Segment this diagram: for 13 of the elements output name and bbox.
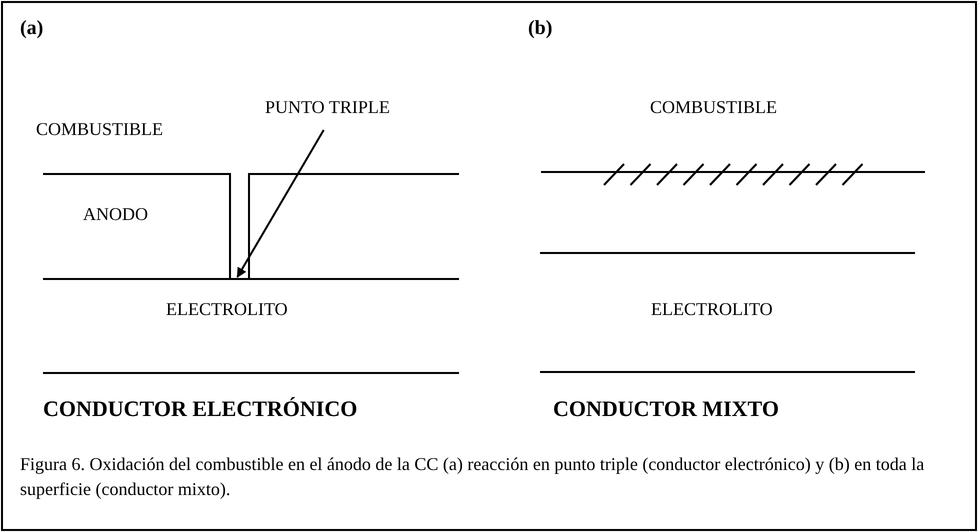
layer-label: ELECTROLITO [166, 298, 288, 320]
layer-label: COMBUSTIBLE [650, 96, 778, 118]
layer-label: ANODO [83, 203, 148, 225]
figure-caption: Figura 6. Oxidación del combustible en el ánodo de la CC (a) reacción en punto triple (conductor electrónico) y (b) en toda la superficie (conductor mixto). [20, 453, 926, 501]
layer-label: COMBUSTIBLE [36, 118, 164, 140]
callout-label: PUNTO TRIPLE [265, 96, 390, 118]
panel-title: CONDUCTOR MIXTO [553, 396, 779, 422]
leader-line [236, 130, 325, 278]
panel-label: (b) [528, 16, 552, 40]
panel-label: (a) [20, 16, 44, 40]
triple-point [229, 278, 250, 282]
panel-title: CONDUCTOR ELECTRÓNICO [43, 396, 358, 422]
layer-label: ELECTROLITO [651, 298, 773, 320]
